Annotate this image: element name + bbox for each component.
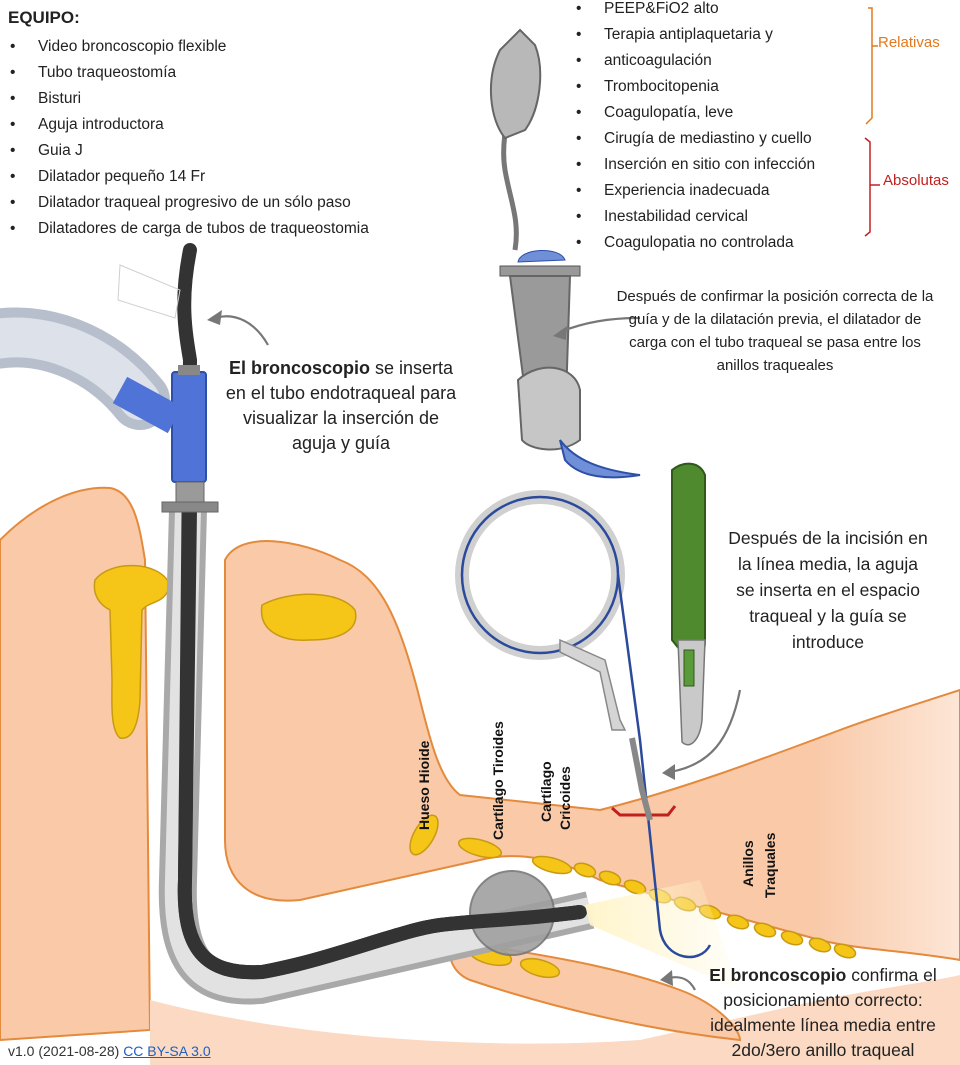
callout-bold: El broncoscopio: [709, 965, 846, 985]
bracket-absolute: [865, 138, 870, 236]
equipment-item: Tubo traqueostomía: [0, 60, 369, 86]
hyoid-label: Hueso Hioide: [416, 741, 432, 830]
equipment-item: Video broncoscopio flexible: [0, 34, 369, 60]
rings-label-2: Traquales: [762, 833, 778, 898]
contraindication-item: PEEP&FiO2 alto: [566, 0, 815, 22]
dilator-blue-cap: [518, 250, 565, 262]
callout-bronchoscope-confirm: El broncoscopio confirma el posicionamie…: [668, 963, 960, 1063]
callout-text: idealmente línea media entre: [668, 1013, 960, 1038]
connector-blue: [172, 372, 206, 482]
scalpel-handle: [672, 464, 705, 662]
bracket-relative: [866, 8, 872, 124]
equipment-item: Dilatadores de carga de tubos de traqueo…: [0, 216, 369, 242]
relative-label: Relativas: [878, 34, 940, 51]
contraindication-item: Trombocitopenia: [566, 74, 815, 100]
rings-label-1: Anillos: [740, 840, 756, 887]
contraindication-item: Cirugía de mediastino y cuello: [566, 126, 815, 152]
callout-text: confirma el: [846, 965, 936, 985]
footer: v1.0 (2021-08-28) CC BY-SA 3.0: [8, 1043, 211, 1059]
equipment-item: Bisturi: [0, 86, 369, 112]
contraindication-item: anticoagulación: [566, 48, 815, 74]
callout-text: 2do/3ero anillo traqueal: [668, 1038, 960, 1063]
equipment-item: Dilatador traqueal progresivo de un sólo…: [0, 190, 369, 216]
contraindication-item: Coagulopatía, leve: [566, 100, 815, 126]
equipment-item: Aguja introductora: [0, 112, 369, 138]
absolute-label: Absolutas: [883, 172, 949, 189]
callout-text: posicionamiento correcto:: [668, 988, 960, 1013]
thyroid-label: Cartílago Tiroides: [490, 721, 506, 840]
license-link[interactable]: CC BY-SA 3.0: [123, 1043, 210, 1059]
contraindication-item: Inestabilidad cervical: [566, 204, 815, 230]
arrow-bronchoscope: [215, 316, 268, 345]
callout-needle-insert: Después de la incisión en la línea media…: [728, 525, 928, 655]
connector-grey: [176, 482, 204, 504]
contraindication-item: Inserción en sitio con infección: [566, 152, 815, 178]
contraindication-item: Coagulopatia no controlada: [566, 230, 815, 256]
callout-dilator-pass: Después de confirmar la posición correct…: [610, 285, 940, 377]
callout-bold: El broncoscopio: [229, 358, 370, 378]
contraindication-item: Experiencia inadecuada: [566, 178, 815, 204]
contraindication-list: PEEP&FiO2 alto Terapia antiplaquetaria y…: [566, 0, 815, 256]
dilator-tube-flange: [518, 368, 580, 450]
equipment-item: Guia J: [0, 138, 369, 164]
version-text: v1.0 (2021-08-28): [8, 1043, 123, 1059]
equipment-list: Video broncoscopio flexible Tubo traqueo…: [0, 34, 369, 242]
equipment-item: Dilatador pequeño 14 Fr: [0, 164, 369, 190]
dilator-balloon: [491, 30, 540, 138]
cricoid-label-1: Cartílago: [538, 761, 554, 822]
callout-bronchoscope-insert: El broncoscopio se inserta en el tubo en…: [222, 356, 460, 456]
equipment-title: EQUIPO:: [8, 8, 80, 28]
palate-cartilage: [262, 594, 356, 640]
cricoid-label-2: Cricoides: [557, 766, 573, 830]
contraindication-item: Terapia antiplaquetaria y: [566, 22, 815, 48]
guide-holder: [560, 640, 625, 730]
